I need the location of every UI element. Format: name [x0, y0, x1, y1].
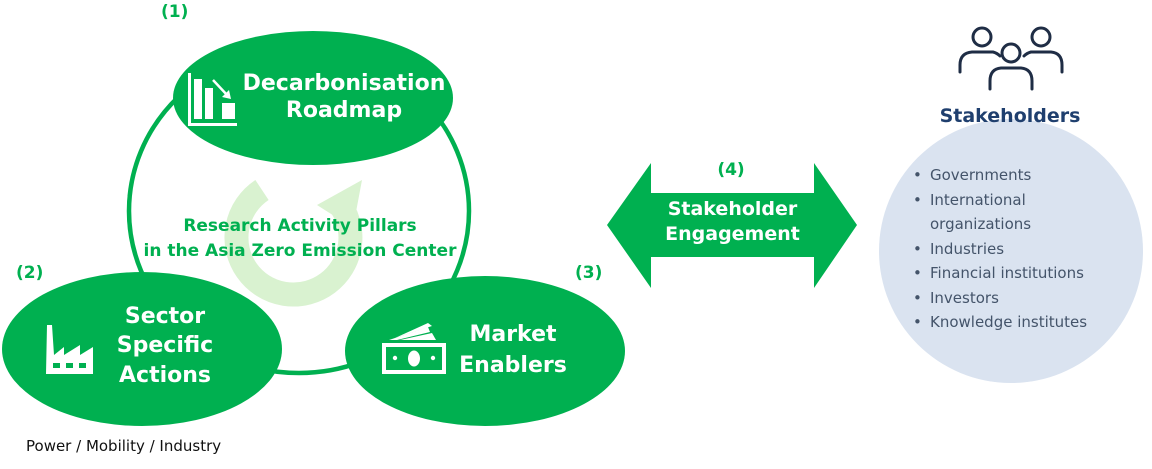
stakeholder-engagement-arrow[interactable]	[607, 163, 857, 288]
pillar-2-label: Sector Specific Actions	[105, 302, 225, 390]
stakeholders-circle	[879, 119, 1143, 383]
pillar-1-line1: Decarbonisation	[242, 71, 446, 96]
stakeholder-item-text: Investors	[930, 288, 999, 307]
pillar-1-ellipse[interactable]	[173, 31, 453, 165]
pillar-2-sublabel: Power / Mobility / Industry	[26, 437, 222, 455]
pillar-2-line2: Specific	[116, 333, 214, 359]
bullet-icon: •	[913, 239, 922, 258]
people-group-icon	[958, 26, 1064, 91]
center-title: Research Activity Pillars in the Asia Ze…	[140, 214, 460, 263]
pillar-1-number: (1)	[161, 2, 189, 22]
bullet-icon: •	[913, 313, 922, 331]
pillar-3-label: Market Enablers	[448, 320, 578, 382]
engagement-line2: Engagement	[665, 222, 800, 245]
pillar-2-ellipse[interactable]	[2, 272, 282, 426]
stakeholder-item-text: Governments	[930, 166, 1032, 184]
pillar-2-number: (2)	[16, 263, 44, 283]
bullet-icon: •	[913, 190, 922, 209]
pillar-1-label: Decarbonisation Roadmap	[234, 70, 454, 124]
stakeholders-list: • Governments • International organization…	[910, 163, 1125, 335]
stakeholder-item-text: Knowledge institutes	[930, 313, 1088, 331]
pillar-1-line2: Roadmap	[285, 98, 403, 124]
pillar-3-line2: Enablers	[459, 352, 567, 378]
engagement-label: Stakeholder Engagement	[651, 197, 814, 246]
stakeholder-item: • Governments	[910, 163, 1125, 188]
bullet-icon: •	[913, 264, 922, 282]
stakeholders-title: Stakeholders	[939, 105, 1081, 127]
money-bills-icon	[382, 323, 446, 374]
engagement-line1: Stakeholder	[667, 198, 798, 220]
bullet-icon: •	[913, 288, 922, 307]
pillar-2-line1: Sector	[124, 304, 206, 329]
factory-icon	[46, 325, 93, 374]
cycle-arrow-icon	[224, 180, 363, 307]
declining-bar-chart-icon	[188, 73, 237, 126]
pillar-3-line1: Market	[469, 322, 557, 347]
center-title-line2: in the Asia Zero Emission Center	[143, 240, 457, 261]
stakeholder-item-text: Industries	[930, 239, 1005, 258]
stakeholder-item-text: Financial institutions	[930, 264, 1084, 282]
bullet-icon: •	[913, 166, 922, 184]
pillar-3-ellipse[interactable]	[345, 276, 625, 426]
stakeholder-item: • Investors	[910, 286, 1125, 311]
pillar-3-number: (3)	[575, 263, 603, 283]
stakeholder-item: • Knowledge institutes	[910, 310, 1125, 335]
stakeholder-item: • International organizations	[910, 188, 1125, 237]
pillar-2-line3: Actions	[119, 362, 211, 388]
stakeholder-item-text: International organizations	[930, 190, 1032, 234]
stakeholder-item: • Industries	[910, 237, 1125, 262]
stakeholder-item: • Financial institutions	[910, 261, 1125, 286]
center-title-line1: Research Activity Pillars	[183, 216, 417, 236]
engagement-number: (4)	[717, 160, 745, 180]
